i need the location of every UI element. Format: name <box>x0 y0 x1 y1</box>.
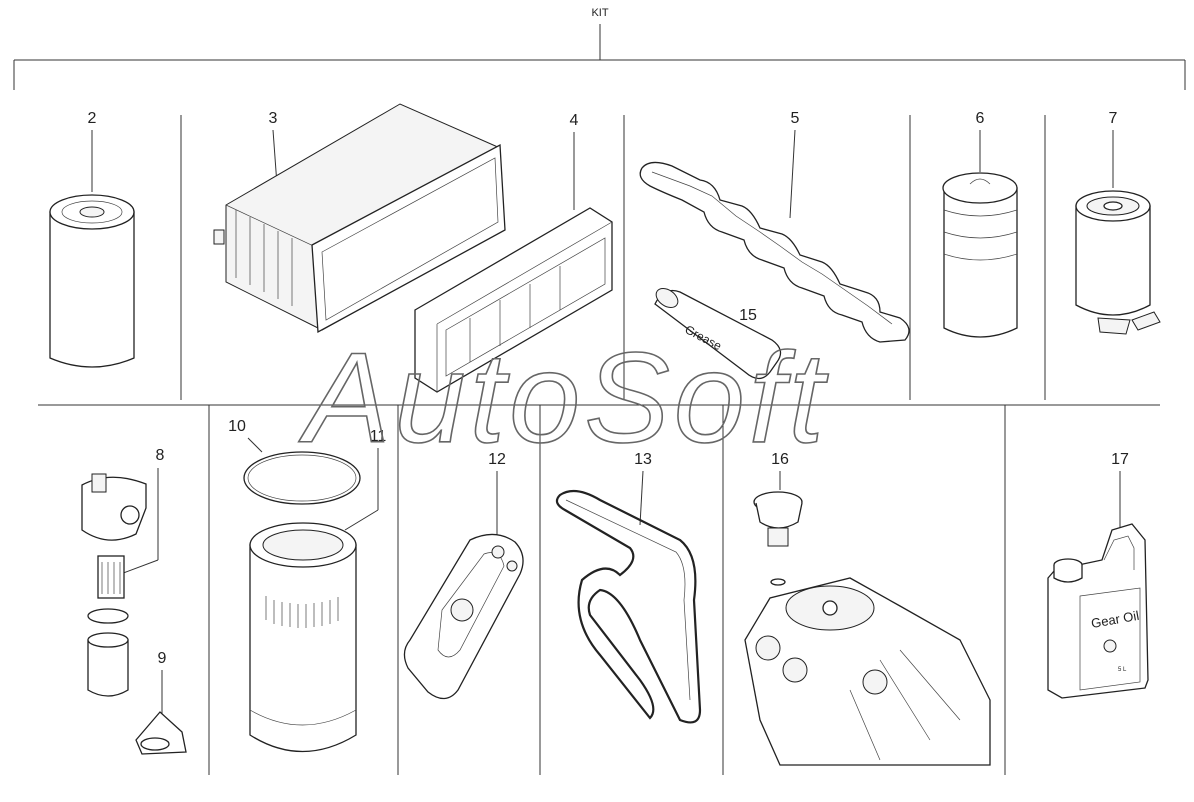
part-16-cap-housing[interactable]: 16 <box>744 451 991 766</box>
part-2-oil-filter[interactable]: 2 <box>49 110 135 368</box>
callout-12: 12 <box>488 451 506 468</box>
part-5-gasket[interactable]: 5 <box>639 110 910 343</box>
part-13-drive-belt[interactable]: 13 <box>555 451 702 724</box>
part-9-seal-kit[interactable]: 9 <box>135 650 187 755</box>
callout-10: 10 <box>228 418 246 435</box>
callout-6: 6 <box>976 110 985 127</box>
part-8-filter-housing[interactable]: 8 <box>81 447 165 697</box>
callout-13: 13 <box>634 451 652 468</box>
part-11-filter-sleeve[interactable]: 11 <box>249 428 387 753</box>
part-6-filter-element[interactable]: 6 <box>942 110 1018 338</box>
callout-15: 15 <box>739 307 757 324</box>
part-17-gear-oil[interactable]: 17 Gear Oil 5 L <box>1047 451 1149 699</box>
callout-11: 11 <box>370 428 387 445</box>
watermark: AutoSoft <box>298 327 828 470</box>
callout-5: 5 <box>791 110 800 127</box>
part-10-o-ring[interactable]: 10 <box>228 418 361 505</box>
grid-dividers <box>38 115 1160 775</box>
callout-9: 9 <box>158 650 167 667</box>
kit-label: KIT <box>591 7 608 19</box>
callout-3: 3 <box>269 110 278 127</box>
callout-7: 7 <box>1109 110 1118 127</box>
part-12-tensioner[interactable]: 12 <box>403 451 524 700</box>
callout-16: 16 <box>771 451 789 468</box>
part-4-cabin-filter[interactable]: 4 <box>414 112 613 393</box>
callout-4: 4 <box>570 112 579 129</box>
callout-2: 2 <box>88 110 97 127</box>
bottle-volume: 5 L <box>1118 667 1127 673</box>
callout-8: 8 <box>156 447 165 464</box>
part-7-fuel-filter[interactable]: 7 <box>1075 110 1161 335</box>
callout-17: 17 <box>1111 451 1129 468</box>
part-3-air-filter[interactable]: 3 <box>213 103 506 334</box>
kit-bracket: KIT <box>13 7 1186 90</box>
part-15-grease-tube[interactable]: 15 Grease <box>653 285 782 380</box>
